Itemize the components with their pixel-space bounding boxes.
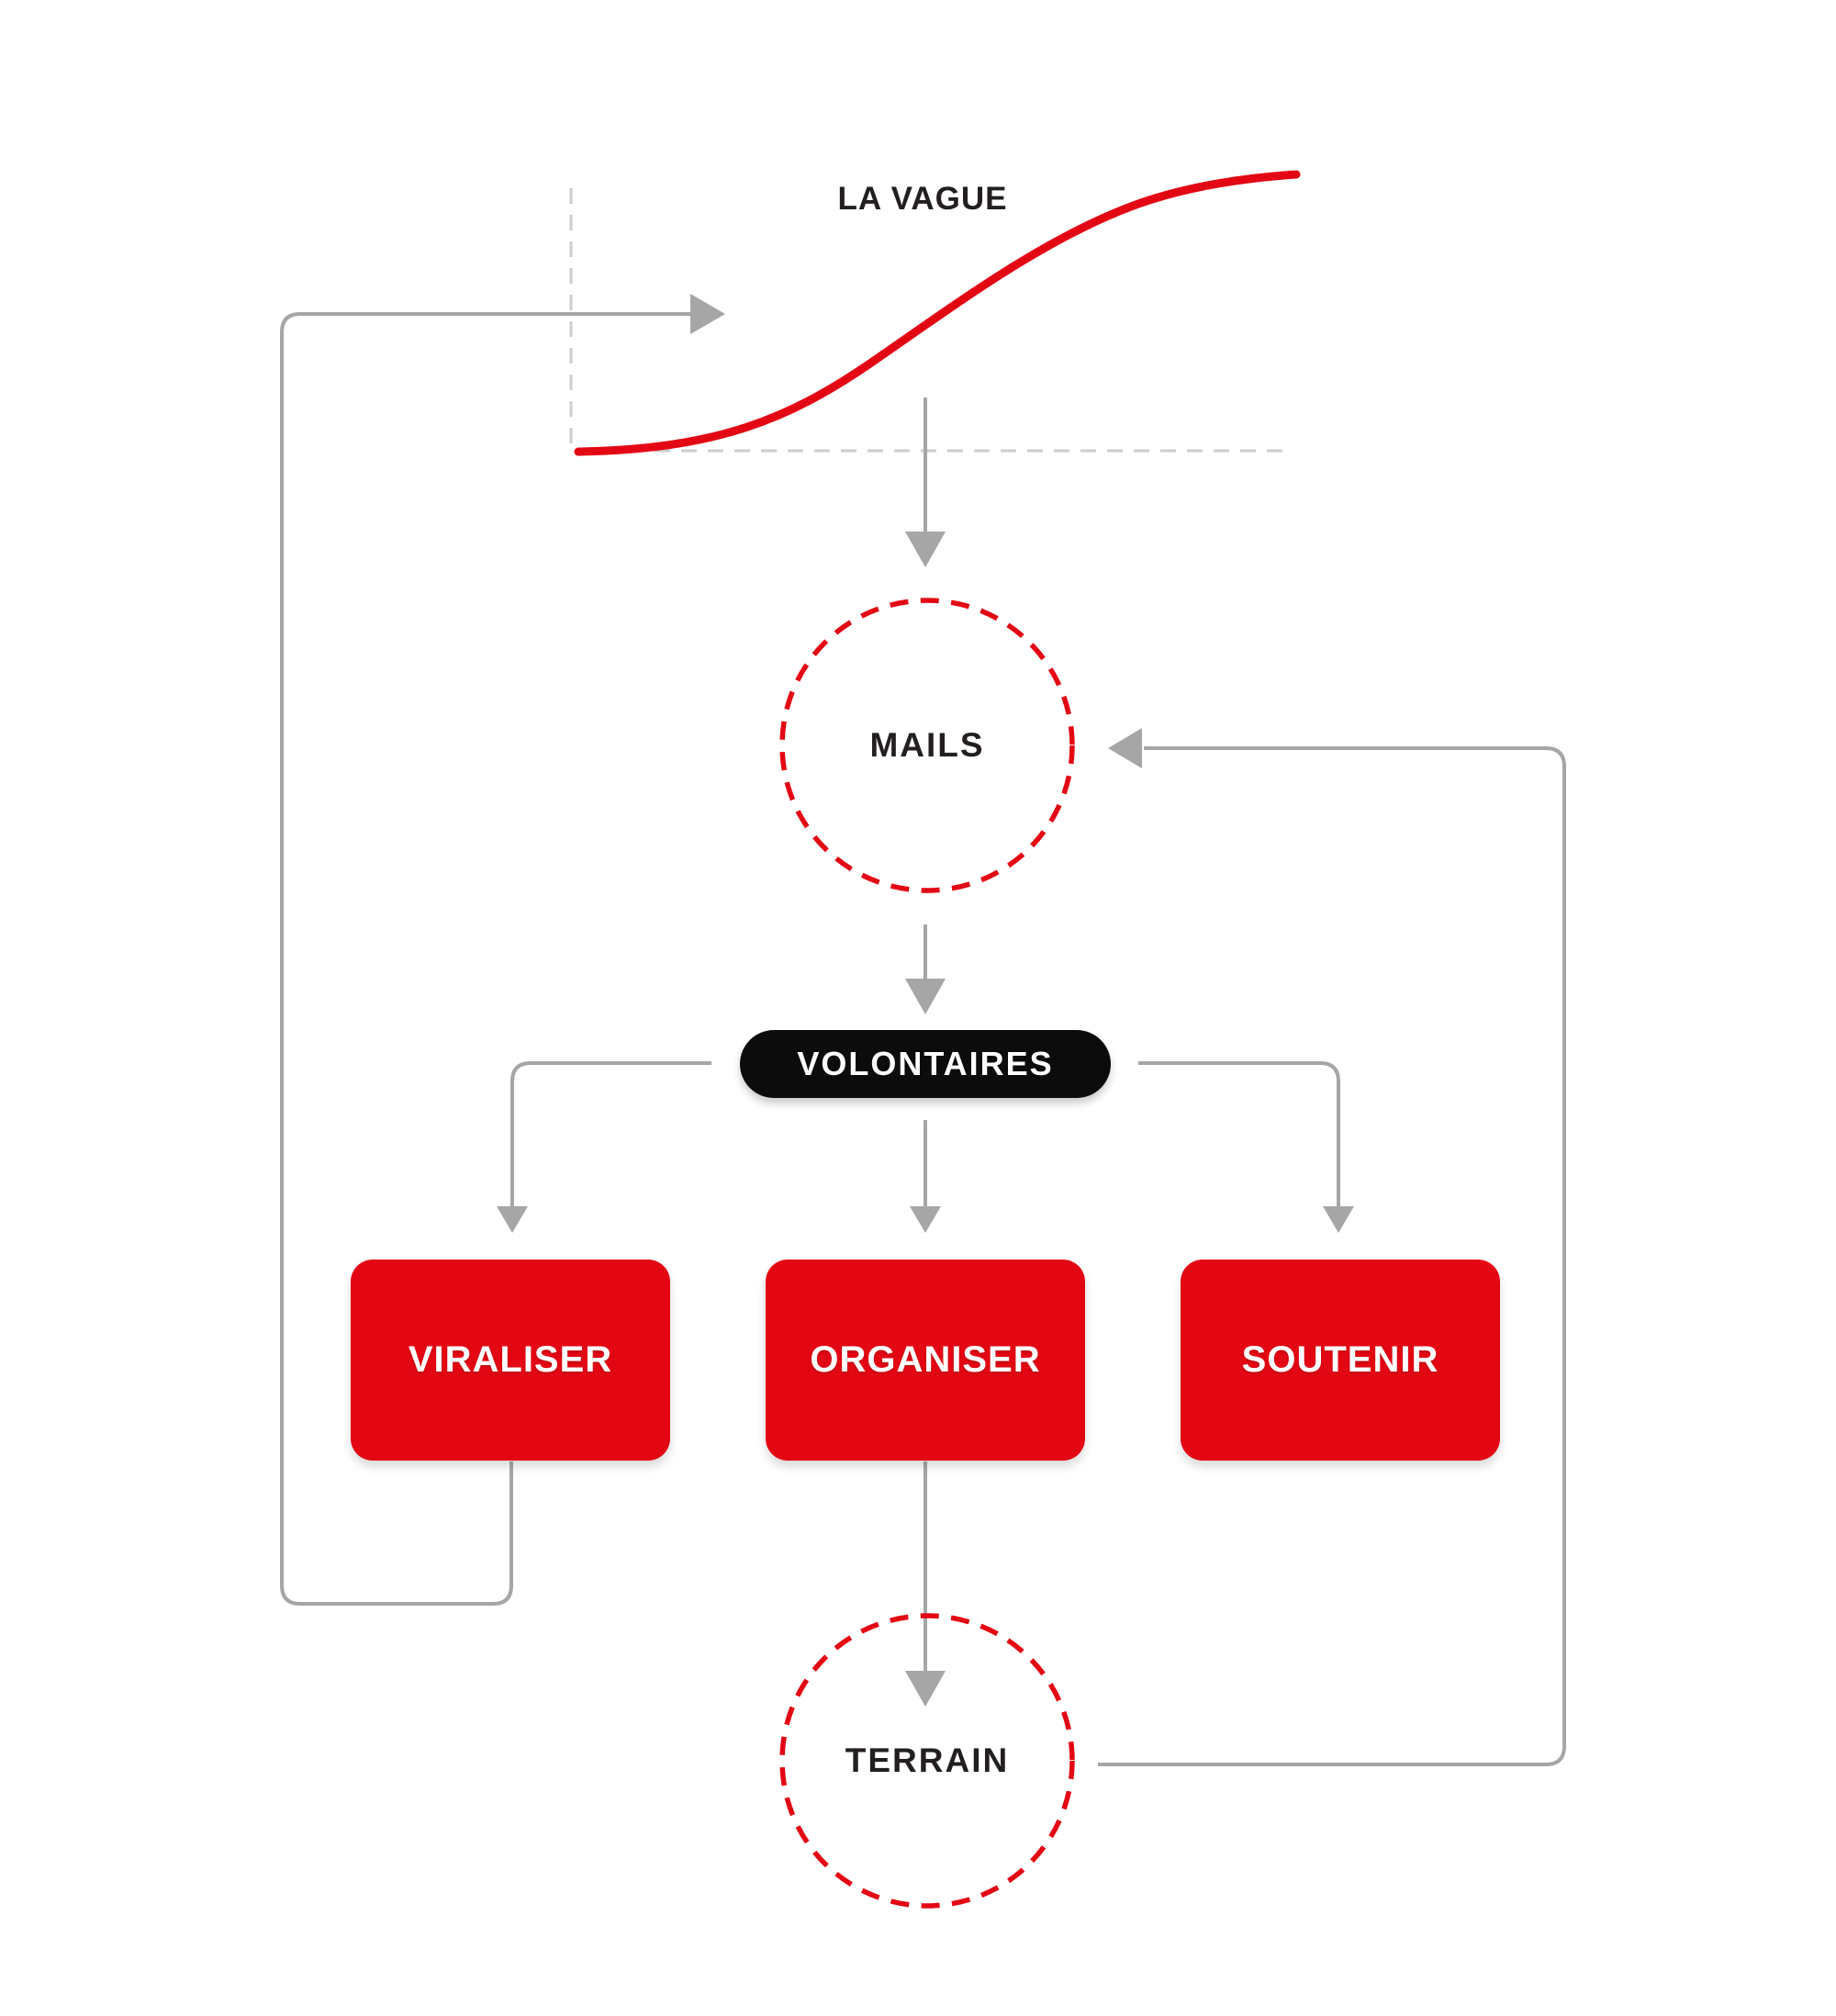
chart-title: LA VAGUE [837, 181, 1008, 217]
arrowhead-down-icon [905, 979, 946, 1014]
node-viraliser-label: VIRALISER [408, 1339, 613, 1380]
mails-dashed-circle [779, 598, 1075, 893]
node-terrain-label: TERRAIN [845, 1742, 1010, 1779]
arrowhead-left-icon [1108, 728, 1142, 768]
growth-chart-axes [569, 188, 1289, 453]
node-soutenir-label: SOUTENIR [1241, 1339, 1439, 1380]
branch-volontaires-to-viraliser [497, 1061, 711, 1233]
node-viraliser: VIRALISER [351, 1260, 670, 1461]
arrowhead-down-icon [497, 1206, 528, 1233]
node-soutenir: SOUTENIR [1181, 1260, 1500, 1461]
arrow-mails-to-volontaires [905, 924, 946, 1014]
node-organiser-label: ORGANISER [810, 1339, 1041, 1380]
node-volontaires-label: VOLONTAIRES [797, 1045, 1054, 1082]
branch-path [510, 1061, 711, 1208]
arrowhead-down-icon [905, 532, 946, 567]
node-volontaires: VOLONTAIRES [740, 1030, 1111, 1098]
branch-path [1138, 1061, 1340, 1208]
loop-terrain-to-mails [1098, 728, 1566, 1766]
loop-viraliser-path [280, 312, 690, 1606]
node-mails-label: MAILS [869, 726, 985, 764]
terrain-dashed-circle [779, 1613, 1075, 1909]
wave-curve-line [574, 170, 1301, 456]
node-organiser: ORGANISER [766, 1260, 1085, 1461]
arrowhead-down-icon [905, 1671, 946, 1707]
arrowhead-down-icon [910, 1206, 941, 1233]
loop-viraliser-to-chart [280, 294, 725, 1606]
arrow-volontaires-to-organiser [910, 1120, 941, 1233]
arrowhead-right-icon [690, 294, 725, 334]
branch-volontaires-to-soutenir [1138, 1061, 1354, 1233]
arrow-chart-to-mails [905, 398, 946, 567]
arrow-organiser-to-terrain [905, 1462, 946, 1707]
arrowhead-down-icon [1323, 1206, 1354, 1233]
loop-terrain-path [1098, 746, 1566, 1766]
